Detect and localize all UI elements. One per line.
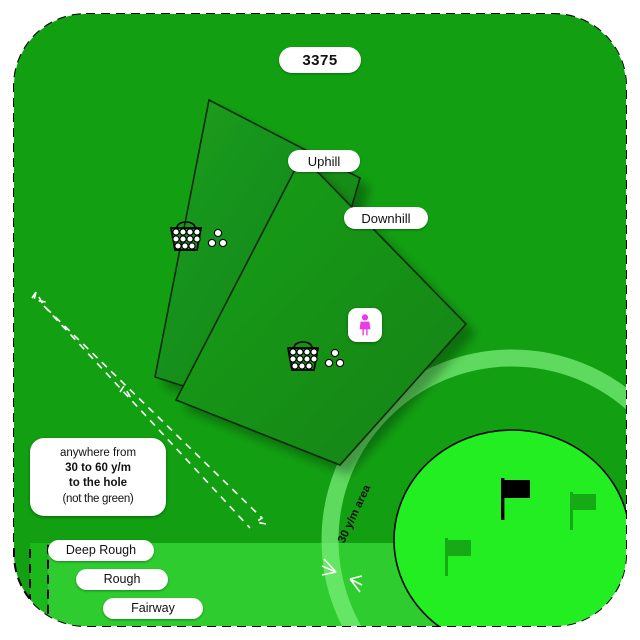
tee-label-downhill: Downhill xyxy=(344,207,428,229)
tee-deck-downhill xyxy=(174,154,468,466)
yardage-total-label: 3375 xyxy=(279,47,361,73)
callout-line-4: (not the green) xyxy=(62,492,134,505)
person-icon xyxy=(359,314,371,336)
loose-balls-upper xyxy=(207,228,228,248)
loose-balls-lower xyxy=(324,348,345,368)
corridor-arrow-ticks xyxy=(321,558,363,593)
hole-flag-lower-left[interactable] xyxy=(445,538,471,576)
callout-line-1: anywhere from xyxy=(59,447,137,459)
callout-line-3: to the hole xyxy=(68,477,128,490)
corridor-guide-upper xyxy=(33,291,47,303)
putting-green xyxy=(393,429,626,626)
callout-line-2: 30 to 60 y/m xyxy=(65,462,131,475)
hole-flag-active[interactable] xyxy=(501,478,530,520)
ball-basket-upper xyxy=(169,221,228,251)
player-position-marker[interactable] xyxy=(348,308,382,342)
tee-label-uphill: Uphill xyxy=(288,150,360,172)
hole-flag-right[interactable] xyxy=(570,492,596,530)
thirty-ym-corridor xyxy=(321,349,626,626)
ball-basket-lower xyxy=(286,341,345,371)
terrain-label-rough: Rough xyxy=(76,569,168,590)
terrain-label-deep-rough: Deep Rough xyxy=(48,540,154,561)
distance-callout: anywhere from 30 to 60 y/m to the hole (… xyxy=(30,438,166,516)
terrain-label-fairway: Fairway xyxy=(103,598,203,619)
